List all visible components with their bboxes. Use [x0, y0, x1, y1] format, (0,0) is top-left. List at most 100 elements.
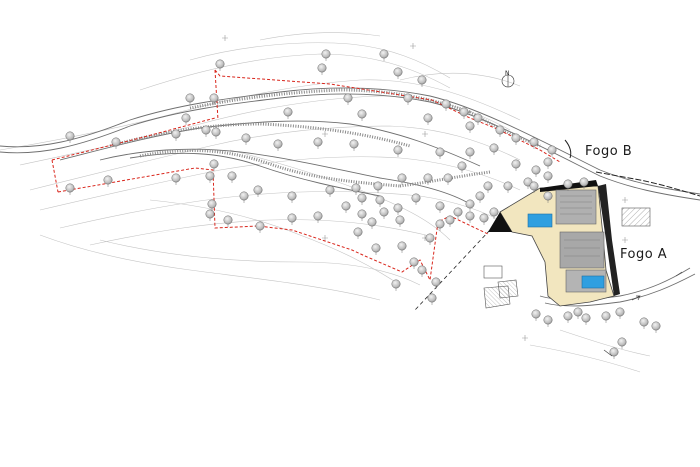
tree-symbol-icon: [395, 215, 405, 225]
tree-symbol-icon: [403, 93, 413, 103]
tree-symbol-icon: [313, 137, 323, 147]
tree-symbol-icon: [351, 183, 361, 193]
tree-symbol-icon: [425, 233, 435, 243]
tree-symbol-icon: [479, 213, 489, 223]
tree-symbol-icon: [581, 313, 591, 323]
tree-symbol-icon: [409, 257, 419, 267]
tree-symbol-icon: [651, 321, 661, 331]
grid-crosses: [222, 35, 628, 341]
tree-symbol-icon: [215, 59, 225, 69]
tree-symbol-icon: [353, 227, 363, 237]
tree-symbol-icon: [465, 211, 475, 221]
building-complex: [488, 180, 620, 307]
tree-symbol-icon: [465, 199, 475, 209]
tree-symbol-icon: [253, 185, 263, 195]
tree-symbol-icon: [325, 185, 335, 195]
tree-symbol-icon: [503, 181, 513, 191]
tree-symbol-icon: [65, 183, 75, 193]
tree-symbol-icon: [427, 293, 437, 303]
tree-symbol-icon: [431, 277, 441, 287]
fogo-a-label: Fogo A: [620, 247, 668, 262]
tree-symbol-icon: [483, 181, 493, 191]
tree-symbol-icon: [435, 219, 445, 229]
trees: [65, 49, 661, 359]
tree-symbol-icon: [287, 213, 297, 223]
tree-symbol-icon: [465, 147, 475, 157]
pool-lower: [581, 275, 605, 289]
tree-symbol-icon: [473, 113, 483, 123]
tree-symbol-icon: [255, 221, 265, 231]
tree-symbol-icon: [639, 317, 649, 327]
house: [483, 265, 503, 279]
tree-symbol-icon: [367, 217, 377, 227]
tree-symbol-icon: [543, 171, 553, 181]
tree-symbol-icon: [393, 203, 403, 213]
tree-symbol-icon: [443, 173, 453, 183]
tree-symbol-icon: [379, 49, 389, 59]
tree-symbol-icon: [397, 241, 407, 251]
roof-block-north: [555, 189, 597, 225]
pool-upper: [527, 213, 553, 228]
tree-symbol-icon: [495, 125, 505, 135]
tree-symbol-icon: [489, 143, 499, 153]
tree-symbol-icon: [579, 177, 589, 187]
tree-symbol-icon: [617, 337, 627, 347]
site-arc: [564, 139, 572, 159]
tree-symbol-icon: [209, 159, 219, 169]
tree-symbol-icon: [201, 125, 211, 135]
tree-symbol-icon: [313, 211, 323, 221]
tree-symbol-icon: [453, 207, 463, 217]
tree-symbol-icon: [287, 191, 297, 201]
tree-symbol-icon: [321, 49, 331, 59]
tree-symbol-icon: [371, 243, 381, 253]
tree-symbol-icon: [223, 215, 233, 225]
tree-symbol-icon: [349, 139, 359, 149]
tree-symbol-icon: [357, 209, 367, 219]
tree-symbol-icon: [459, 107, 469, 117]
tree-symbol-icon: [531, 165, 541, 175]
tree-symbol-icon: [511, 133, 521, 143]
tree-symbol-icon: [547, 145, 557, 155]
tree-symbol-icon: [227, 171, 237, 181]
path-markers: [603, 271, 683, 357]
tree-symbol-icon: [357, 109, 367, 119]
tree-symbol-icon: [185, 93, 195, 103]
tree-symbol-icon: [615, 307, 625, 317]
tree-symbol-icon: [391, 279, 401, 289]
tree-symbol-icon: [529, 137, 539, 147]
tree-symbol-icon: [531, 309, 541, 319]
tree-symbol-icon: [511, 159, 521, 169]
view-line: [414, 229, 491, 311]
tree-symbol-icon: [65, 131, 75, 141]
tree-symbol-icon: [343, 93, 353, 103]
roads: [0, 87, 700, 307]
tree-symbol-icon: [601, 311, 611, 321]
tree-symbol-icon: [341, 201, 351, 211]
tree-symbol-icon: [573, 307, 583, 317]
tree-symbol-icon: [417, 75, 427, 85]
tree-symbol-icon: [373, 181, 383, 191]
tree-symbol-icon: [563, 311, 573, 321]
tree-symbol-icon: [543, 157, 553, 167]
tree-symbol-icon: [379, 207, 389, 217]
tree-symbol-icon: [207, 199, 217, 209]
tree-symbol-icon: [441, 99, 451, 109]
tree-symbol-icon: [357, 193, 367, 203]
retaining-wall-east: [598, 184, 620, 296]
house: [497, 279, 519, 299]
tree-symbol-icon: [465, 121, 475, 131]
tree-symbol-icon: [111, 137, 121, 147]
tree-symbol-icon: [445, 215, 455, 225]
house: [621, 207, 651, 227]
tree-symbol-icon: [423, 113, 433, 123]
roof-block-mid: [559, 231, 605, 269]
tree-symbol-icon: [171, 173, 181, 183]
tree-symbol-icon: [397, 173, 407, 183]
tree-symbol-icon: [423, 173, 433, 183]
tree-symbol-icon: [543, 191, 553, 201]
tree-symbol-icon: [171, 129, 181, 139]
tree-symbol-icon: [417, 265, 427, 275]
tree-symbol-icon: [475, 191, 485, 201]
north-arrow-icon: N: [500, 70, 516, 89]
